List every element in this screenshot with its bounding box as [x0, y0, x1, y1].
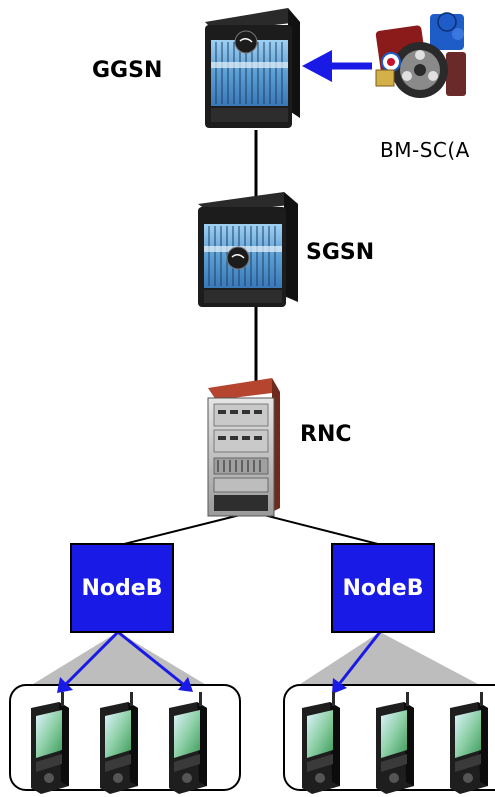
smartphone-icon — [302, 692, 340, 794]
bmsc-label: BM-SC(A — [380, 138, 470, 162]
sgsn-label: SGSN — [306, 240, 375, 265]
bmsc-multimedia-icon — [375, 12, 466, 98]
arrowhead-left-ue3 — [178, 677, 193, 692]
arrowhead-right-ue1 — [332, 678, 347, 694]
smartphone-icon — [450, 692, 488, 794]
bmsc-to-ggsn-arrow — [302, 50, 372, 82]
rnc-rack-icon — [207, 378, 280, 517]
nodeb-right: NodeB — [331, 543, 435, 633]
ue-phones-left — [31, 692, 207, 794]
coverage-cone-right — [288, 632, 493, 692]
coverage-cone-left — [20, 632, 218, 692]
smartphone-icon — [100, 692, 138, 794]
nodeb-left-label: NodeB — [81, 575, 163, 601]
smartphone-icon — [376, 692, 414, 794]
arrow-nodeb-left-ue3 — [117, 630, 184, 686]
smartphone-icon — [169, 692, 207, 794]
link-rnc-nodeb-right — [251, 511, 383, 546]
ue-phones-right — [302, 692, 488, 794]
arrowhead-left-ue1 — [57, 677, 73, 693]
rnc-label: RNC — [300, 422, 352, 447]
ggsn-router-icon — [205, 8, 300, 128]
nodeb-right-label: NodeB — [342, 575, 424, 601]
arrow-nodeb-right-ue1 — [338, 631, 382, 684]
link-rnc-nodeb-left — [119, 511, 253, 546]
smartphone-icon — [31, 692, 69, 794]
backbone-links — [119, 130, 383, 546]
arrow-nodeb-left-ue1 — [64, 630, 120, 686]
sgsn-router-icon — [198, 192, 298, 307]
ggsn-label: GGSN — [92, 58, 163, 83]
downlink-arrows — [57, 630, 382, 694]
nodeb-left: NodeB — [70, 543, 174, 633]
